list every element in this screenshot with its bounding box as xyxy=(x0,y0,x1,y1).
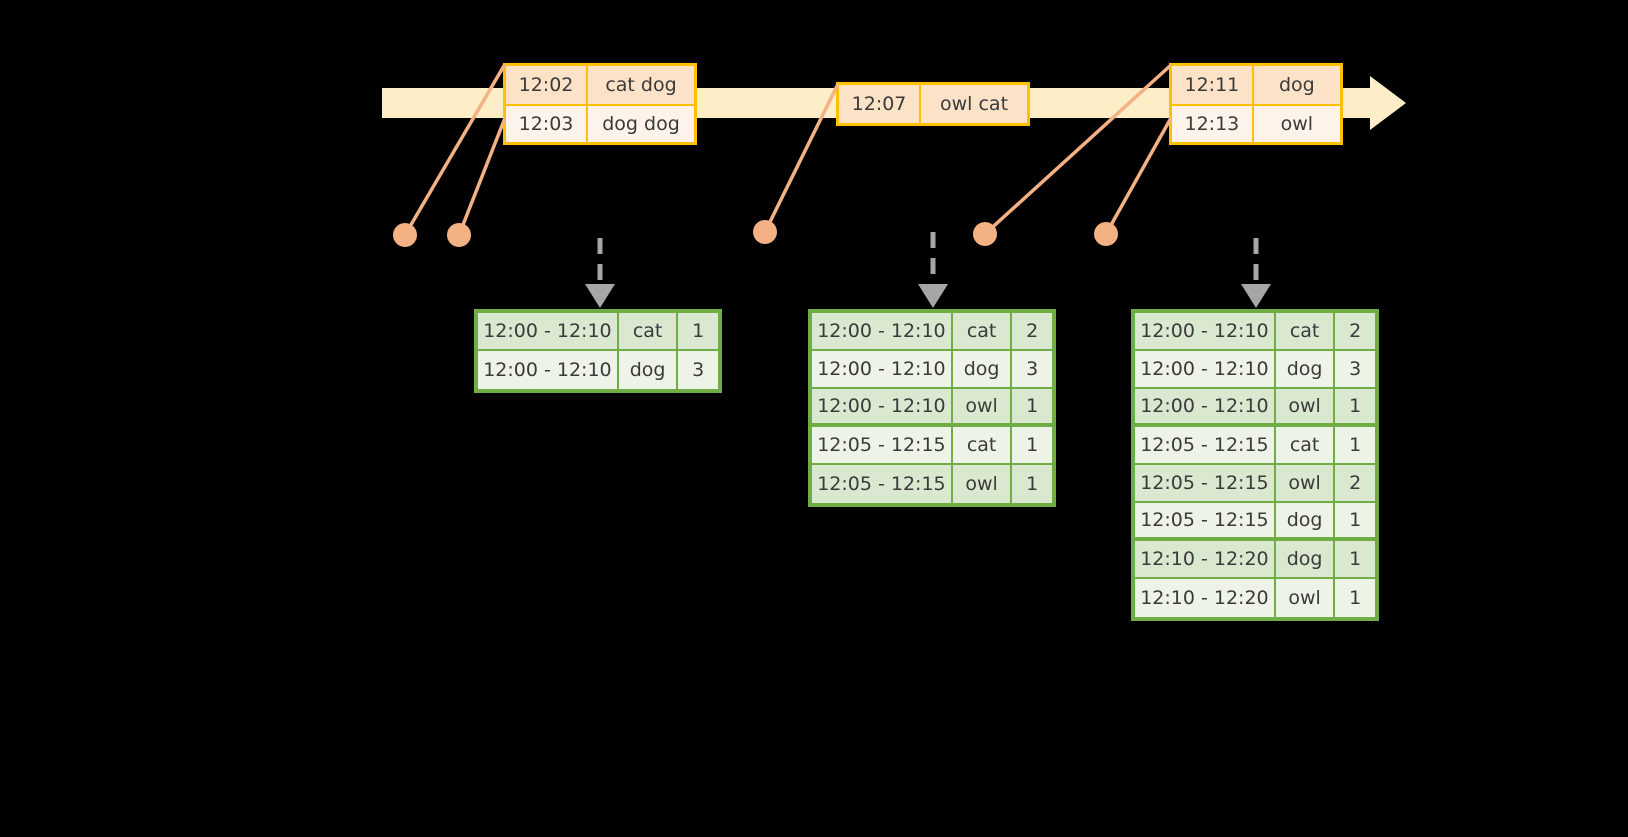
event-payload: cat dog xyxy=(605,74,677,96)
cell-window: 12:05 - 12:15 xyxy=(812,427,953,463)
table-row: 12:05 - 12:15 dog 1 xyxy=(1135,503,1375,541)
cell-count: 2 xyxy=(1026,320,1039,342)
cell-window: 12:10 - 12:20 xyxy=(1135,579,1276,617)
cell-window: 12:00 - 12:10 xyxy=(1135,313,1276,349)
cell-key: dog xyxy=(1276,541,1336,577)
table-row: 12:05 - 12:15 owl 2 xyxy=(1135,465,1375,503)
cell-count: 1 xyxy=(1026,473,1039,495)
event-row: 12:03 dog dog xyxy=(506,104,694,142)
cell-window: 12:00 - 12:10 xyxy=(812,389,953,423)
cell-window: 12:00 - 12:10 xyxy=(1135,351,1276,387)
connector-dot-icon xyxy=(447,223,471,247)
cell-count: 2 xyxy=(1349,472,1362,494)
event-time: 12:13 xyxy=(1172,106,1254,142)
cell-key: cat xyxy=(953,427,1013,463)
cell-key: dog xyxy=(953,351,1013,387)
cell-key: owl xyxy=(1276,389,1336,423)
dashed-arrow-icon xyxy=(918,232,948,308)
event-time: 12:11 xyxy=(1172,66,1254,104)
dashed-arrow-icon xyxy=(1241,238,1271,308)
cell-count: 2 xyxy=(1349,320,1362,342)
cell-key: dog xyxy=(1276,351,1336,387)
cell-key: cat xyxy=(953,313,1013,349)
cell-count: 1 xyxy=(1349,548,1362,570)
table-row: 12:00 - 12:10 cat 2 xyxy=(1135,313,1375,351)
connector-dot-icon xyxy=(393,223,417,247)
event-payload: owl cat xyxy=(940,93,1009,115)
event-payload: dog dog xyxy=(602,113,680,135)
cell-count: 3 xyxy=(1026,358,1039,380)
event-payload: dog xyxy=(1279,74,1315,96)
cell-window: 12:05 - 12:15 xyxy=(812,465,953,503)
event-row: 12:13 owl xyxy=(1172,104,1340,142)
event-time: 12:02 xyxy=(506,66,589,104)
event-row: 12:07 owl cat xyxy=(839,85,1027,123)
table-row: 12:00 - 12:10 cat 1 xyxy=(478,313,718,351)
table-row: 12:05 - 12:15 cat 1 xyxy=(1135,427,1375,465)
dashed-arrow-icon xyxy=(585,238,615,308)
table-row: 12:10 - 12:20 dog 1 xyxy=(1135,541,1375,579)
result-table-3: 12:00 - 12:10 cat 2 12:00 - 12:10 dog 3 … xyxy=(1131,309,1379,621)
cell-window: 12:10 - 12:20 xyxy=(1135,541,1276,577)
table-row: 12:00 - 12:10 owl 1 xyxy=(812,389,1052,427)
connector-dot-icon xyxy=(1094,222,1118,246)
event-group-1: 12:02 cat dog 12:03 dog dog xyxy=(503,63,697,145)
connector-line xyxy=(1104,117,1173,235)
cell-count: 3 xyxy=(692,359,705,381)
cell-count: 1 xyxy=(1026,434,1039,456)
event-time: 12:03 xyxy=(506,106,589,142)
cell-window: 12:00 - 12:10 xyxy=(812,313,953,349)
event-row: 12:02 cat dog xyxy=(506,66,694,104)
result-table-2: 12:00 - 12:10 cat 2 12:00 - 12:10 dog 3 … xyxy=(808,309,1056,507)
cell-window: 12:05 - 12:15 xyxy=(1135,465,1276,501)
cell-window: 12:05 - 12:15 xyxy=(1135,427,1276,463)
table-row: 12:00 - 12:10 owl 1 xyxy=(1135,389,1375,427)
event-row: 12:11 dog xyxy=(1172,66,1340,104)
timeline-arrow-icon xyxy=(1370,76,1406,130)
cell-count: 3 xyxy=(1349,358,1362,380)
cell-key: owl xyxy=(953,465,1013,503)
cell-count: 1 xyxy=(1349,509,1362,531)
table-row: 12:00 - 12:10 dog 3 xyxy=(812,351,1052,389)
cell-count: 1 xyxy=(1349,587,1362,609)
table-row: 12:05 - 12:15 cat 1 xyxy=(812,427,1052,465)
cell-key: owl xyxy=(953,389,1013,423)
cell-key: owl xyxy=(1276,465,1336,501)
cell-window: 12:05 - 12:15 xyxy=(1135,503,1276,537)
cell-key: cat xyxy=(1276,313,1336,349)
cell-count: 1 xyxy=(692,320,705,342)
table-row: 12:00 - 12:10 cat 2 xyxy=(812,313,1052,351)
table-row: 12:10 - 12:20 owl 1 xyxy=(1135,579,1375,617)
table-row: 12:00 - 12:10 dog 3 xyxy=(1135,351,1375,389)
event-group-3: 12:11 dog 12:13 owl xyxy=(1169,63,1343,145)
cell-count: 1 xyxy=(1349,395,1362,417)
cell-window: 12:00 - 12:10 xyxy=(478,313,619,349)
event-payload: owl xyxy=(1280,113,1314,135)
connector-dot-icon xyxy=(753,220,777,244)
event-group-2: 12:07 owl cat xyxy=(836,82,1030,126)
cell-key: dog xyxy=(619,351,679,389)
cell-window: 12:00 - 12:10 xyxy=(1135,389,1276,423)
cell-window: 12:00 - 12:10 xyxy=(478,351,619,389)
cell-count: 1 xyxy=(1026,395,1039,417)
cell-key: owl xyxy=(1276,579,1336,617)
table-row: 12:05 - 12:15 owl 1 xyxy=(812,465,1052,503)
cell-key: dog xyxy=(1276,503,1336,537)
event-time: 12:07 xyxy=(839,85,922,123)
connector-line xyxy=(457,117,507,236)
cell-count: 1 xyxy=(1349,434,1362,456)
cell-key: cat xyxy=(1276,427,1336,463)
cell-key: cat xyxy=(619,313,679,349)
connector-dot-icon xyxy=(973,222,997,246)
cell-window: 12:00 - 12:10 xyxy=(812,351,953,387)
table-row: 12:00 - 12:10 dog 3 xyxy=(478,351,718,389)
result-table-1: 12:00 - 12:10 cat 1 12:00 - 12:10 dog 3 xyxy=(474,309,722,393)
